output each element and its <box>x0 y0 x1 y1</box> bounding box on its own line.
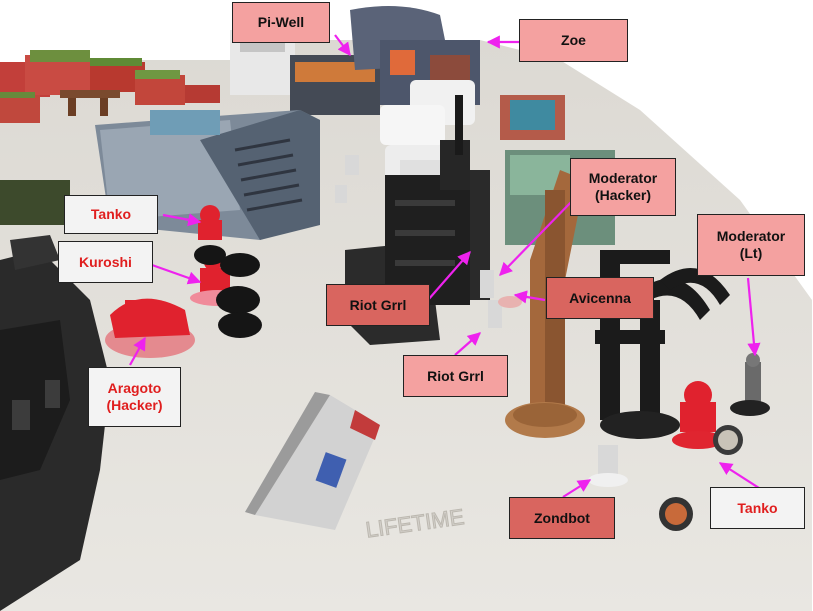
label-moderator-lt: Moderator (Lt) <box>697 214 805 276</box>
white-figures <box>335 155 628 487</box>
label-kuroshi: Kuroshi <box>58 241 153 283</box>
label-tanko-right: Tanko <box>710 487 805 529</box>
grey-figure <box>730 353 770 416</box>
red-miniatures <box>105 205 724 449</box>
tokens <box>659 425 743 531</box>
ruined-building <box>0 235 110 611</box>
label-riot-grrl-2: Riot Grrl <box>403 355 508 397</box>
planter-beds <box>0 50 220 225</box>
label-avicenna: Avicenna <box>546 277 654 319</box>
folded-card <box>245 392 380 530</box>
label-zoe: Zoe <box>519 19 628 62</box>
label-moderator-hacker: Moderator (Hacker) <box>570 158 676 216</box>
label-riot-grrl-1: Riot Grrl <box>326 284 430 326</box>
label-tanko-left: Tanko <box>64 195 158 234</box>
black-units <box>194 245 262 338</box>
annotation-arrows <box>129 34 771 498</box>
label-zondbot: Zondbot <box>509 497 615 539</box>
label-pi-well: Pi-Well <box>232 2 330 43</box>
black-scaffold <box>595 250 730 439</box>
label-aragoto: Aragoto (Hacker) <box>88 367 181 427</box>
